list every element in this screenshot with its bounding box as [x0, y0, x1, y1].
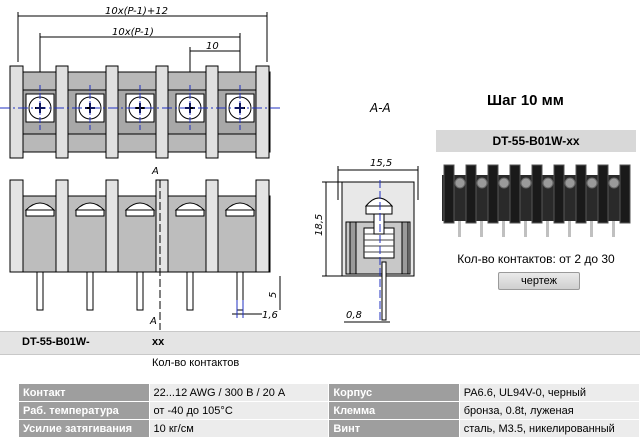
spec-key: Клемма: [328, 401, 460, 420]
order-note: Кол-во контактов: [152, 357, 240, 369]
drawing-button[interactable]: чертеж: [498, 272, 580, 290]
order-code-row: DT-55-B01W- xx: [0, 331, 640, 355]
spec-key: Винт: [328, 419, 460, 438]
spec-value: PA6.6, UL94V-0, черный: [458, 383, 640, 402]
order-suffix: xx: [152, 336, 165, 348]
spec-value: 22...12 AWG / 300 В / 20 А: [148, 383, 330, 402]
technical-drawing: 10x(P-1)+12 10x(P-1) 10 A A 5 1,6: [0, 6, 419, 330]
dim-height-label: 18,5: [314, 214, 325, 236]
spec-value: 10 кг/см: [148, 419, 330, 438]
dim-pin-label: 5: [268, 292, 279, 298]
section-title: A-A: [369, 101, 391, 115]
product-photo: [436, 153, 636, 243]
table-row: Раб. температура от -40 до 105°С Клемма …: [18, 401, 640, 420]
spec-key: Корпус: [328, 383, 460, 402]
spec-value: бронза, 0.8t, луженая: [458, 401, 640, 420]
spec-value: от -40 до 105°С: [148, 401, 330, 420]
spec-key: Усилие затягивания: [18, 419, 150, 438]
table-row: Контакт 22...12 AWG / 300 В / 20 А Корпу…: [18, 383, 640, 402]
contacts-range: Кол-во контактов: от 2 до 30: [457, 252, 615, 266]
model-header: DT-55-B01W-xx: [436, 130, 636, 152]
pitch-title: Шаг 10 мм: [487, 92, 564, 109]
spec-table: Контакт 22...12 AWG / 300 В / 20 А Корпу…: [18, 383, 640, 438]
terminal-block-image: [436, 153, 636, 243]
section-mark-a-top: A: [151, 166, 159, 177]
table-row: Усилие затягивания 10 кг/см Винт сталь, …: [18, 419, 640, 438]
dim-width-label: 15,5: [370, 158, 392, 169]
dim-total-label: 10x(P-1)+12: [105, 6, 168, 17]
dim-thickness-label: 0,8: [346, 310, 362, 321]
dim-pitch-label: 10: [206, 41, 219, 52]
section-mark-a-bottom: A: [149, 316, 157, 327]
order-code: DT-55-B01W-: [22, 336, 90, 348]
front-view: [9, 179, 281, 330]
section-view: [322, 166, 419, 323]
dim-inner-label: 10x(P-1): [112, 27, 154, 38]
spec-key: Раб. температура: [18, 401, 150, 420]
spec-value: сталь, М3.5, никелированный: [458, 419, 640, 438]
spec-key: Контакт: [18, 383, 150, 402]
top-view: [0, 12, 280, 159]
dim-pin-width-label: 1,6: [262, 310, 278, 321]
